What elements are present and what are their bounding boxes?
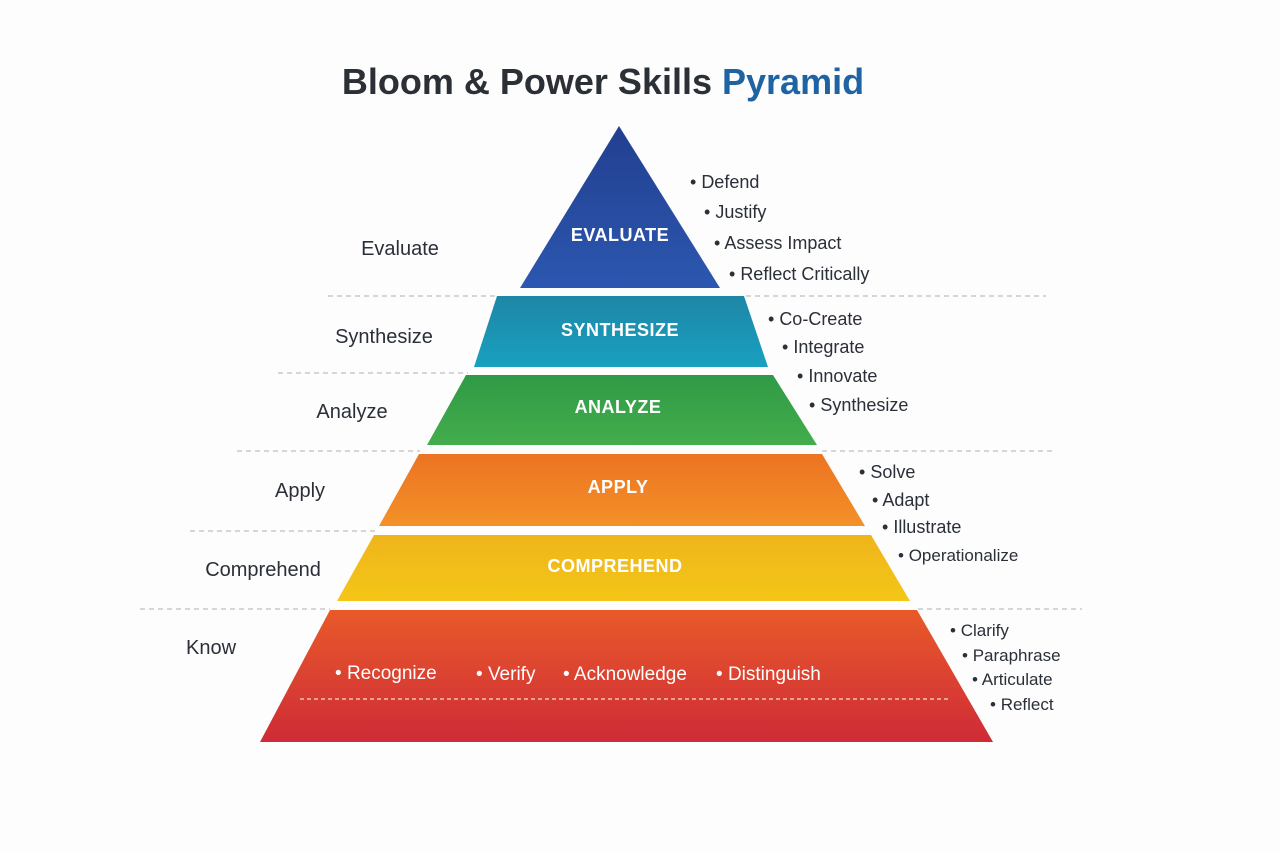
skill-item: • Synthesize bbox=[809, 395, 908, 415]
tier-comprehend bbox=[337, 535, 910, 601]
skill-item: • Justify bbox=[704, 202, 766, 222]
know-skill: • Recognize bbox=[335, 663, 437, 684]
skill-item: • Illustrate bbox=[882, 517, 961, 537]
level-label-evaluate: Evaluate bbox=[361, 238, 439, 260]
title-main: Bloom & Power Skills bbox=[342, 61, 722, 102]
skill-item: • Integrate bbox=[782, 337, 864, 357]
level-label-comprehend: Comprehend bbox=[205, 559, 321, 581]
know-skills: • Clarify • Paraphrase • Articulate • Re… bbox=[950, 621, 1061, 714]
skill-item: • Articulate bbox=[972, 670, 1053, 689]
know-skill: • Distinguish bbox=[716, 664, 821, 685]
level-label-analyze: Analyze bbox=[316, 401, 387, 423]
skill-item: • Adapt bbox=[872, 490, 929, 510]
skill-item: • Solve bbox=[859, 462, 915, 482]
skill-item: • Defend bbox=[690, 172, 759, 192]
know-inner-skills: • Recognize • Verify • Acknowledge • Dis… bbox=[335, 663, 821, 685]
tier-label-evaluate: EVALUATE bbox=[571, 225, 669, 245]
skill-item: • Reflect Critically bbox=[729, 264, 869, 284]
know-skill: • Verify bbox=[476, 664, 536, 685]
evaluate-skills: • Defend • Justify • Assess Impact • Ref… bbox=[690, 172, 869, 284]
tier-apply bbox=[379, 454, 865, 526]
skill-item: • Operationalize bbox=[898, 546, 1018, 565]
level-label-know: Know bbox=[186, 637, 237, 659]
diagram-title: Bloom & Power Skills Pyramid bbox=[342, 61, 864, 102]
tier-label-synthesize: SYNTHESIZE bbox=[561, 320, 679, 340]
tier-analyze bbox=[427, 375, 817, 445]
skill-item: • Assess Impact bbox=[714, 233, 841, 253]
skill-item: • Clarify bbox=[950, 621, 1009, 640]
tier-label-analyze: ANALYZE bbox=[575, 397, 662, 417]
know-skill: • Acknowledge bbox=[563, 664, 687, 685]
tier-know bbox=[260, 610, 993, 742]
skill-item: • Paraphrase bbox=[962, 646, 1061, 665]
apply-skills: • Solve • Adapt • Illustrate • Operation… bbox=[859, 462, 1018, 565]
skill-item: • Innovate bbox=[797, 366, 877, 386]
skill-item: • Reflect bbox=[990, 695, 1054, 714]
tier-label-apply: APPLY bbox=[588, 477, 649, 497]
synthesize-skills: • Co-Create • Integrate • Innovate • Syn… bbox=[768, 309, 908, 415]
level-label-apply: Apply bbox=[275, 480, 325, 502]
title-accent: Pyramid bbox=[722, 61, 864, 102]
tier-synthesize bbox=[474, 296, 768, 367]
tier-evaluate bbox=[520, 126, 720, 288]
tier-label-comprehend: COMPREHEND bbox=[547, 556, 682, 576]
level-label-synthesize: Synthesize bbox=[335, 326, 433, 348]
separators bbox=[140, 295, 1082, 610]
skill-item: • Co-Create bbox=[768, 309, 862, 329]
